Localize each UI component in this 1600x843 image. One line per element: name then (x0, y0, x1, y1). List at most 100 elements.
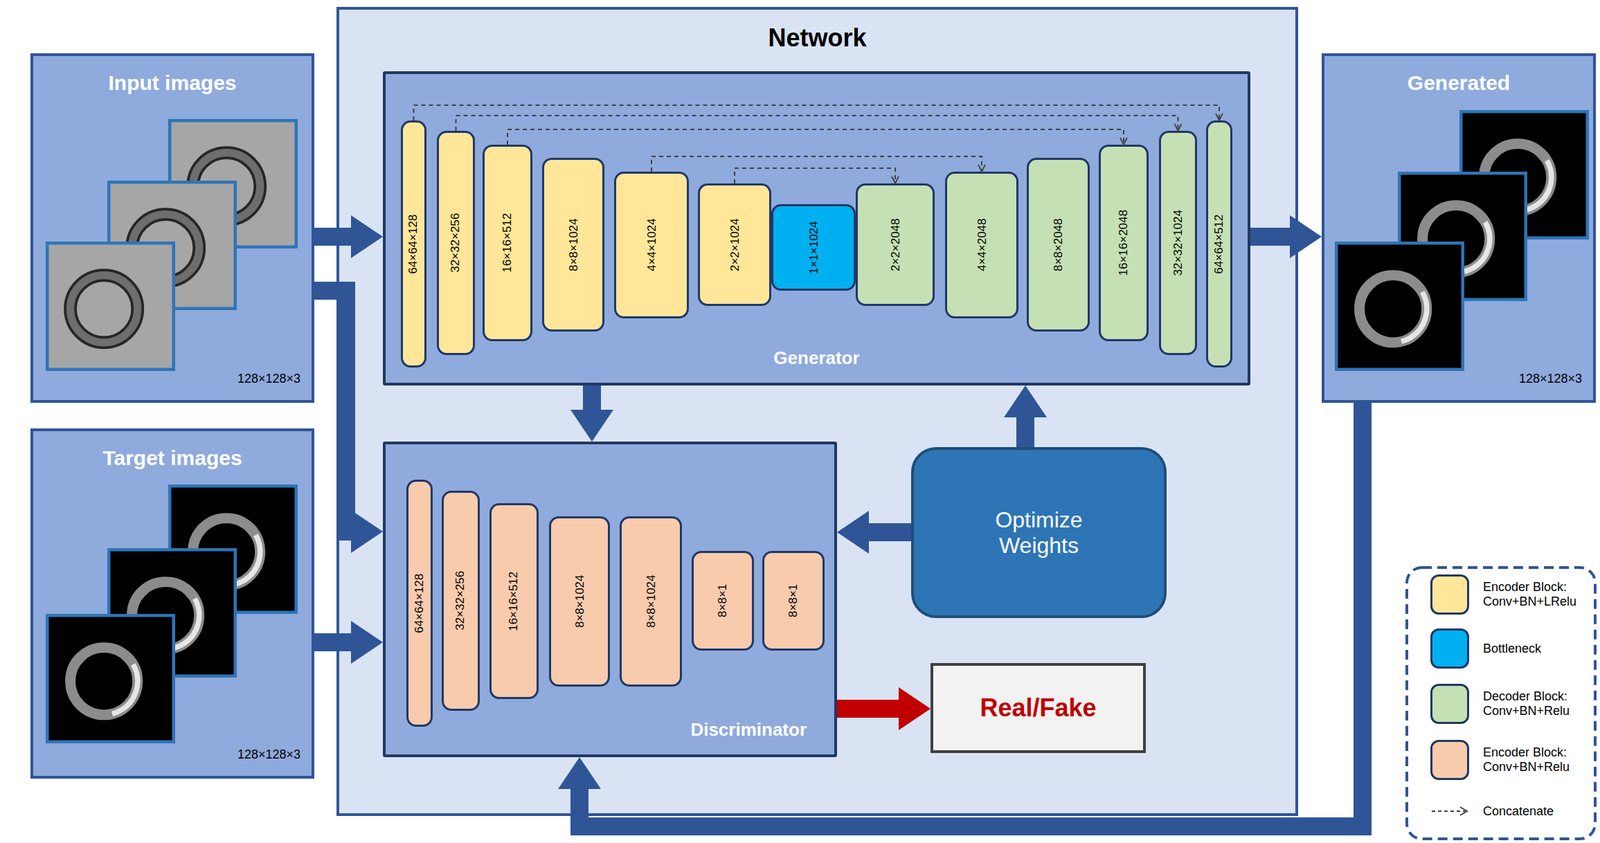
layer-block: 16×16×512 (489, 503, 539, 700)
output-box: Real/Fake (930, 663, 1146, 754)
image-size-label: 128×128×3 (237, 747, 301, 763)
concatenate-connector (651, 156, 982, 172)
panel-heading: Generated (1407, 71, 1510, 96)
input-image (169, 120, 297, 248)
layer-size-label: 1×1×1024 (806, 220, 821, 275)
layer-block: 32×32×1024 (1158, 130, 1198, 356)
concatenate-connector (507, 129, 1124, 145)
layer-size-label: 16×16×512 (500, 213, 515, 273)
module-box: Discriminator 64×64×128 32×32×256 16×16×512… (382, 441, 838, 758)
legend-entry: Bottleneck (1430, 626, 1587, 671)
layer-block: 32×32×256 (436, 130, 475, 356)
layer-block: 64×64×512 (1206, 120, 1233, 368)
layer-block: 8×8×1024 (619, 516, 682, 687)
flow-arrow (837, 699, 902, 718)
legend-line-sample (1430, 804, 1470, 819)
layer-size-label: 32×32×1024 (1171, 209, 1186, 277)
flow-arrow (579, 402, 1363, 827)
layer-size-label: 16×16×2048 (1116, 209, 1131, 277)
layer-block: 8×8×1024 (549, 516, 610, 687)
panel-heading: Input images (108, 71, 237, 96)
legend-entry: Decoder Block: Conv+BN+Relu (1430, 681, 1587, 727)
image-panel: Generated 128×128×3 (1321, 53, 1596, 403)
target-image (108, 549, 236, 677)
module-box: Generator 64×64×128 32×32×256 16×16×512 8×8×… (382, 71, 1251, 386)
network-panel: NetworkGenerator 64×64×128 32×32×256 16×16×… (336, 6, 1299, 817)
layer-size-label: 8×8×1024 (566, 218, 581, 272)
layer-size-label: 64×64×128 (407, 213, 421, 274)
layer-size-label: 4×4×1024 (644, 218, 659, 273)
target-image (47, 615, 174, 743)
legend-swatch (1430, 740, 1470, 781)
image-panel: Target images 128×128×3 (30, 428, 315, 779)
layer-block: 2×2×2048 (855, 183, 935, 307)
layer-block: 32×32×256 (441, 490, 480, 712)
legend-entry: Concatenate (1430, 789, 1587, 834)
legend-swatch (1430, 684, 1470, 725)
image-panel: Input images 128×128×3 (30, 53, 315, 403)
legend-entry: Encoder Block: Conv+BN+LRelu (1430, 572, 1587, 617)
image-size-label: 128×128×3 (237, 371, 301, 387)
input-image (108, 182, 236, 309)
legend-entry: Encoder Block: Conv+BN+Relu (1430, 738, 1587, 783)
legend-label: Bottleneck (1482, 641, 1587, 657)
layer-block: 8×8×2048 (1026, 157, 1090, 332)
flow-arrow (314, 633, 354, 652)
layer-size-label: 32×32×256 (449, 213, 464, 273)
layer-block: 2×2×1024 (697, 183, 772, 307)
layer-size-label: 16×16×512 (507, 571, 522, 631)
generated-image (1336, 243, 1463, 370)
dashed-arrow-head (1460, 807, 1468, 816)
legend-label: Encoder Block: Conv+BN+Relu (1482, 745, 1587, 775)
layer-block: 4×4×2048 (945, 171, 1019, 319)
layer-block: 4×4×1024 (614, 171, 689, 319)
concatenate-connector (734, 168, 896, 184)
flow-arrow (1250, 227, 1293, 246)
input-image (47, 243, 174, 370)
target-image (169, 486, 297, 613)
legend-label: Encoder Block: Conv+BN+LRelu (1482, 580, 1587, 609)
flow-arrow (314, 227, 354, 246)
layer-size-label: 8×8×1 (786, 584, 801, 618)
concatenate-connector (414, 105, 1220, 121)
layer-size-label: 2×2×2048 (888, 218, 903, 272)
optimizer-box: Optimize Weights (911, 447, 1167, 619)
image-size-label: 128×128×3 (1518, 371, 1582, 387)
layer-block: 8×8×1024 (542, 157, 605, 332)
flow-arrow (314, 290, 354, 532)
box-label: Network (767, 23, 867, 52)
layer-size-label: 4×4×2048 (974, 218, 989, 273)
layer-block: 8×8×1 (691, 551, 754, 651)
flow-arrow (582, 385, 601, 413)
layer-block: 64×64×128 (406, 479, 433, 727)
layer-block: 16×16×2048 (1098, 144, 1149, 342)
panel-heading: Target images (102, 446, 242, 471)
legend-frame (1406, 567, 1596, 840)
layer-block: 8×8×1 (762, 551, 825, 651)
layer-size-label: 2×2×1024 (727, 218, 742, 272)
layer-block: 1×1×1024 (771, 204, 856, 291)
flow-arrow (1016, 414, 1035, 448)
layer-size-label: 8×8×1024 (572, 575, 587, 629)
box-label: Generator (773, 348, 860, 370)
legend-swatch (1430, 628, 1470, 669)
box-label: Discriminator (690, 720, 807, 741)
legend-label: Decoder Block: Conv+BN+Relu (1482, 689, 1587, 718)
generated-image (1399, 173, 1526, 300)
layer-block: 16×16×512 (482, 144, 533, 342)
layer-size-label: 8×8×1 (715, 584, 730, 618)
layer-block: 64×64×128 (400, 120, 427, 368)
flow-arrow (866, 523, 912, 542)
layer-size-label: 8×8×1024 (643, 575, 658, 629)
layer-size-label: 32×32×256 (454, 571, 469, 631)
dashed-arrow-sample (1431, 810, 1465, 813)
generated-image (1460, 111, 1588, 239)
box-label: Optimize Weights (956, 507, 1123, 559)
box-label: Real/Fake (979, 693, 1096, 723)
concatenate-connector (456, 115, 1179, 131)
legend-swatch (1430, 574, 1470, 615)
layer-size-label: 64×64×512 (1212, 213, 1227, 274)
